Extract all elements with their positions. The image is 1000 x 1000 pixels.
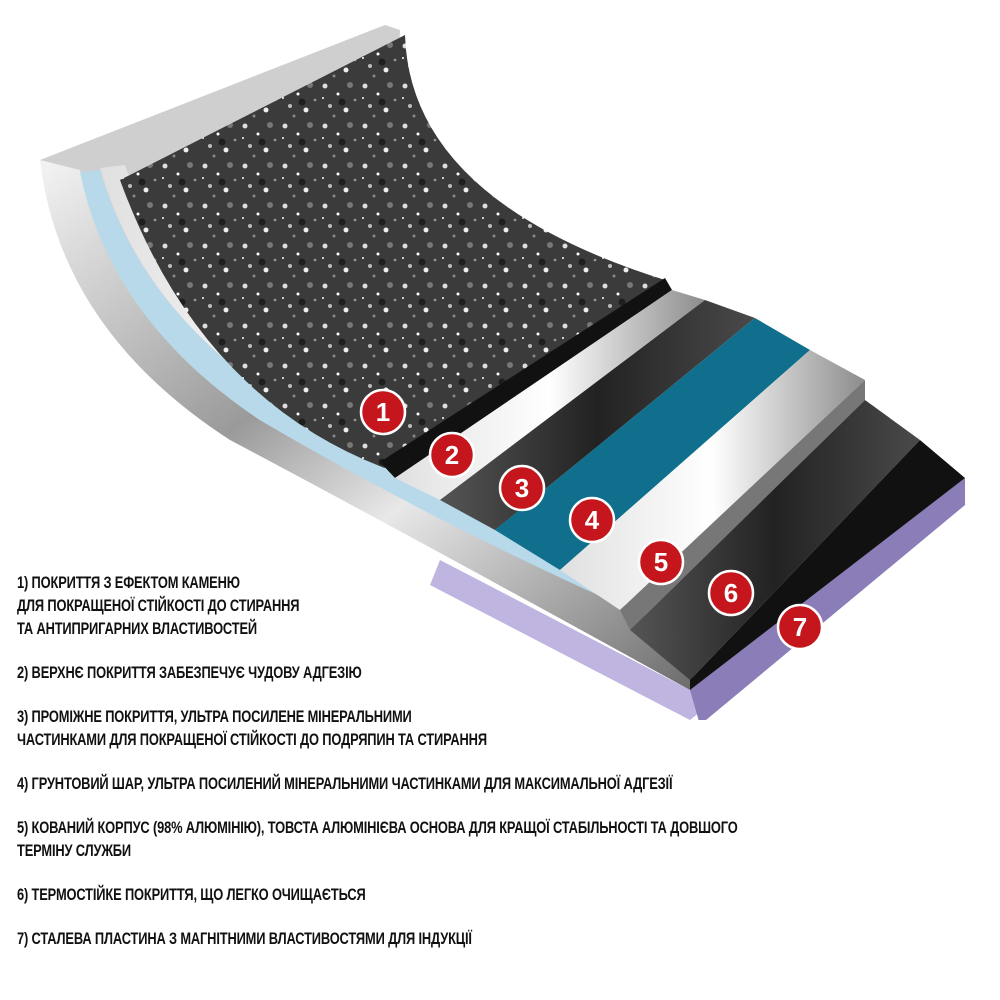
legend-item-4: 4) ГРУНТОВИЙ ШАР, УЛЬТРА ПОСИЛЕНИЙ МІНЕР… bbox=[17, 773, 875, 796]
marker-number: 1 bbox=[376, 397, 390, 427]
marker-circle bbox=[568, 496, 616, 544]
legend-line: 6) ТЕРМОСТІЙКЕ ПОКРИТТЯ, ЩО ЛЕГКО ОЧИЩАЄ… bbox=[17, 886, 366, 904]
marker-number: 6 bbox=[724, 578, 738, 608]
marker-circle bbox=[498, 464, 546, 512]
legend-item-6: 6) ТЕРМОСТІЙКЕ ПОКРИТТЯ, ЩО ЛЕГКО ОЧИЩАЄ… bbox=[17, 884, 875, 907]
layer-marker-7: 7 bbox=[776, 603, 824, 651]
legend-line: 7) СТАЛЕВА ПЛАСТИНА З МАГНІТНИМИ ВЛАСТИВ… bbox=[17, 930, 472, 948]
legend-line: ТА АНТИПРИГАРНИХ ВЛАСТИВОСТЕЙ bbox=[17, 620, 257, 638]
legend-line: ЧАСТИНКАМИ ДЛЯ ПОКРАЩЕНОЇ СТІЙКОСТІ ДО П… bbox=[17, 731, 487, 749]
legend-item-1: 1) ПОКРИТТЯ З ЕФЕКТОМ КАМЕНЮ ДЛЯ ПОКРАЩЕН… bbox=[17, 572, 875, 641]
marker-circle bbox=[428, 431, 476, 479]
marker-number: 3 bbox=[515, 473, 529, 503]
legend-line: 2) ВЕРХНЄ ПОКРИТТЯ ЗАБЕЗПЕЧУЄ ЧУДОВУ АДГ… bbox=[17, 664, 362, 682]
marker-circle bbox=[637, 538, 685, 586]
layer-marker-5: 5 bbox=[637, 538, 685, 586]
marker-circle bbox=[707, 569, 755, 617]
marker-circle bbox=[359, 388, 407, 436]
layer-marker-1: 1 bbox=[359, 388, 407, 436]
legend-item-7: 7) СТАЛЕВА ПЛАСТИНА З МАГНІТНИМИ ВЛАСТИВ… bbox=[17, 928, 875, 951]
legend-item-5: 5) КОВАНИЙ КОРПУС (98% АЛЮМІНІЮ), ТОВСТА… bbox=[17, 817, 875, 863]
layer-marker-3: 3 bbox=[498, 464, 546, 512]
layer-legend: 1) ПОКРИТТЯ З ЕФЕКТОМ КАМЕНЮ ДЛЯ ПОКРАЩЕН… bbox=[17, 572, 875, 972]
marker-circle bbox=[776, 603, 824, 651]
legend-line: 1) ПОКРИТТЯ З ЕФЕКТОМ КАМЕНЮ bbox=[17, 574, 240, 592]
legend-line: 5) КОВАНИЙ КОРПУС (98% АЛЮМІНІЮ), ТОВСТА… bbox=[17, 819, 738, 837]
marker-number: 5 bbox=[654, 547, 668, 577]
layer-marker-4: 4 bbox=[568, 496, 616, 544]
cookware-layers-diagram: 1 2 3 4 5 6 7 bbox=[40, 25, 965, 720]
marker-number: 2 bbox=[445, 440, 459, 470]
legend-line: ДЛЯ ПОКРАЩЕНОЇ СТІЙКОСТІ ДО СТИРАННЯ bbox=[17, 597, 300, 615]
marker-number: 4 bbox=[585, 505, 600, 535]
legend-item-2: 2) ВЕРХНЄ ПОКРИТТЯ ЗАБЕЗПЕЧУЄ ЧУДОВУ АДГ… bbox=[17, 662, 875, 685]
legend-line: 4) ГРУНТОВИЙ ШАР, УЛЬТРА ПОСИЛЕНИЙ МІНЕР… bbox=[17, 775, 673, 793]
stone-coating-surface bbox=[120, 35, 665, 470]
legend-line: 3) ПРОМІЖНЕ ПОКРИТТЯ, УЛЬТРА ПОСИЛЕНЕ МІ… bbox=[17, 708, 412, 726]
layer-marker-6: 6 bbox=[707, 569, 755, 617]
pan-wall bbox=[40, 25, 965, 720]
legend-item-3: 3) ПРОМІЖНЕ ПОКРИТТЯ, УЛЬТРА ПОСИЛЕНЕ МІ… bbox=[17, 706, 875, 752]
marker-number: 7 bbox=[793, 612, 807, 642]
legend-line: ТЕРМІНУ СЛУЖБИ bbox=[17, 842, 132, 860]
layer-marker-2: 2 bbox=[428, 431, 476, 479]
